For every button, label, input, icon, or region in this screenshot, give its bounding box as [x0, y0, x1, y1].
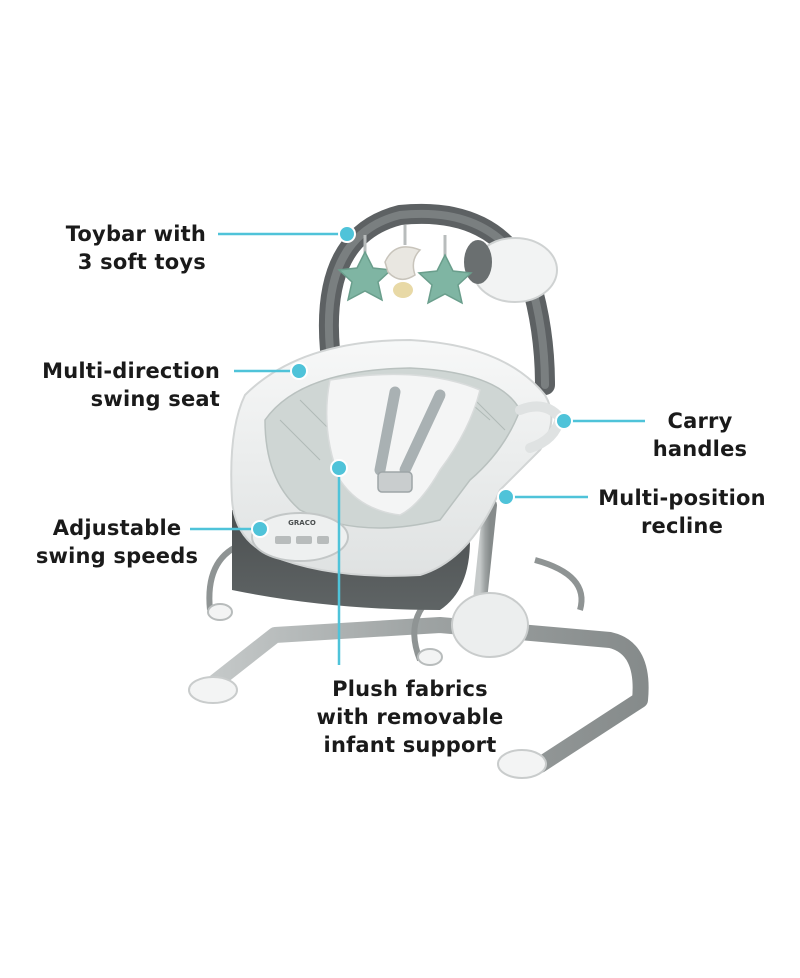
toybar-label-line1: Toybar with — [65, 222, 206, 246]
toybar — [318, 203, 558, 395]
speed-control-panel — [251, 512, 349, 562]
carry-handles-label: Carry handles — [640, 407, 760, 463]
floor-frame — [188, 498, 649, 779]
swing-seat-label-line1: Multi-direction — [42, 359, 220, 383]
recline-label-line2: recline — [640, 514, 724, 538]
carry-handles-label-line1: Carry — [667, 409, 733, 433]
recline-label-line1: Multi-position — [598, 486, 766, 510]
recline-label: Multi-position recline — [592, 484, 772, 540]
callout-leaders — [190, 225, 645, 665]
swing-seat-label-line2: swing seat — [90, 387, 220, 411]
toybar-label: Toybar with 3 soft toys — [40, 220, 206, 276]
plush-fabrics-label-line2: with removable — [316, 705, 504, 729]
swing-seat-label: Multi-direction swing seat — [20, 357, 220, 413]
toybar-label-line2: 3 soft toys — [77, 250, 206, 274]
carry-handles-label-line2: handles — [652, 437, 748, 461]
brand-badge: GRACO — [288, 519, 316, 527]
plush-fabrics-label-line1: Plush fabrics — [332, 677, 488, 701]
swing-speeds-label-line1: Adjustable — [52, 516, 182, 540]
swing-speeds-label-line2: swing speeds — [35, 544, 199, 568]
plush-fabrics-label-line3: infant support — [323, 733, 497, 757]
swing-speeds-label: Adjustable swing speeds — [32, 514, 202, 570]
plush-fabrics-label: Plush fabrics with removable infant supp… — [300, 675, 520, 759]
